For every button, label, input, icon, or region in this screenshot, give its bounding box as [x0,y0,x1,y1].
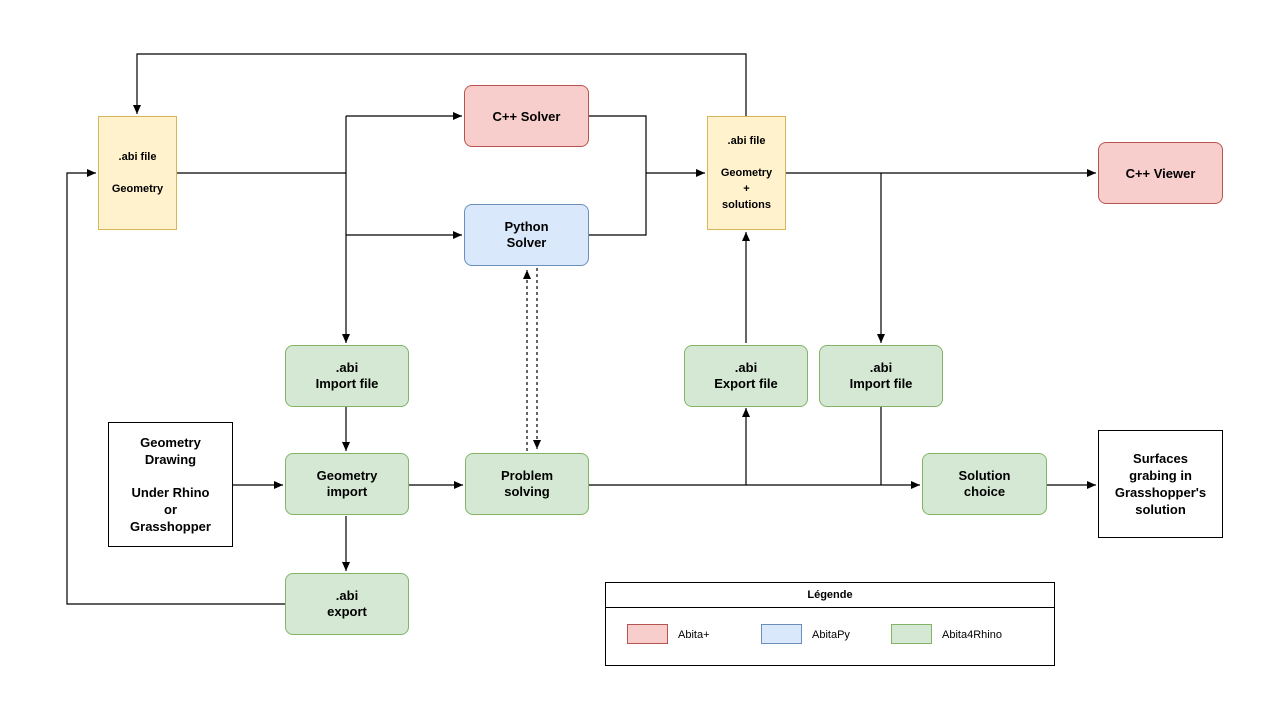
geometry-drawing-line5: Grasshopper [130,519,211,534]
geometry-import-line2: import [326,484,368,499]
abi-import-file-left-node: .abi Import file [285,345,409,407]
problem-solving-line1: Problem [500,468,553,483]
import-file-label: Import file [315,376,379,391]
geometry-drawing-line2: Drawing [144,452,197,467]
legend-label-abita4rhino: Abita4Rhino [942,629,1002,641]
abi-file-geometry-node: .abi file Geometry [98,116,177,230]
abi-export-file-node: .abi Export file [684,345,808,407]
python-solver-line2: Solver [506,235,547,250]
surfaces-line1: Surfaces [1133,451,1188,466]
legend-swatch-abita4rhino [891,624,932,644]
geometry-import-line1: Geometry [316,468,378,483]
legend-label-abita-plus: Abita+ [678,629,710,641]
edge-cpp-solver-out [589,115,647,236]
cpp-viewer-node: C++ Viewer [1098,142,1223,204]
legend-swatch-abitapy [761,624,802,644]
legend-swatch-abita-plus [627,624,668,644]
geometry-drawing-line3: Under Rhino [131,485,210,500]
abi-file-solutions-node: .abi file Geometry + solutions [707,116,786,230]
abi-label: .abi [335,588,359,603]
python-solver-line1: Python [504,219,549,234]
geometry-drawing-line1: Geometry [140,435,201,450]
plus-label: + [743,183,750,195]
geometry-import-node: Geometry import [285,453,409,515]
surfaces-line4: solution [1135,502,1186,517]
import-file-label: Import file [849,376,913,391]
abi-label: .abi [335,360,359,375]
python-solver-node: Python Solver [464,204,589,266]
abi-label: .abi [734,360,758,375]
surfaces-grabbing-node: Surfaces grabing in Grasshopper's soluti… [1098,430,1223,538]
solution-choice-node: Solution choice [922,453,1047,515]
cpp-solver-node: C++ Solver [464,85,589,147]
solutions-label: solutions [722,199,771,211]
geometry-label: Geometry [111,183,164,195]
abi-file-label: .abi file [727,135,766,147]
cpp-viewer-label: C++ Viewer [1125,165,1196,181]
edge-export-loop [66,169,285,605]
abi-export-node: .abi export [285,573,409,635]
geometry-label: Geometry [720,167,773,179]
legend-title: Légende [606,583,1054,608]
surfaces-line2: grabing in [1129,468,1192,483]
cpp-solver-label: C++ Solver [492,108,561,124]
legend-label-abitapy: AbitaPy [812,629,850,641]
abi-file-label: .abi file [118,151,157,163]
problem-solving-node: Problem solving [465,453,589,515]
problem-solving-line2: solving [504,484,550,499]
abi-label: .abi [869,360,893,375]
surfaces-line3: Grasshopper's [1114,485,1207,500]
solution-choice-line2: choice [963,484,1006,499]
geometry-drawing-node: Geometry Drawing Under Rhino or Grasshop… [108,422,233,547]
export-label: export [327,604,367,619]
abi-import-file-right-node: .abi Import file [819,345,943,407]
export-file-label: Export file [714,376,778,391]
solution-choice-line1: Solution [958,468,1011,483]
edge-feedback-top [133,53,747,116]
geometry-drawing-line4: or [164,502,177,517]
legend: Légende Abita+ AbitaPy Abita4Rhino [605,582,1055,666]
